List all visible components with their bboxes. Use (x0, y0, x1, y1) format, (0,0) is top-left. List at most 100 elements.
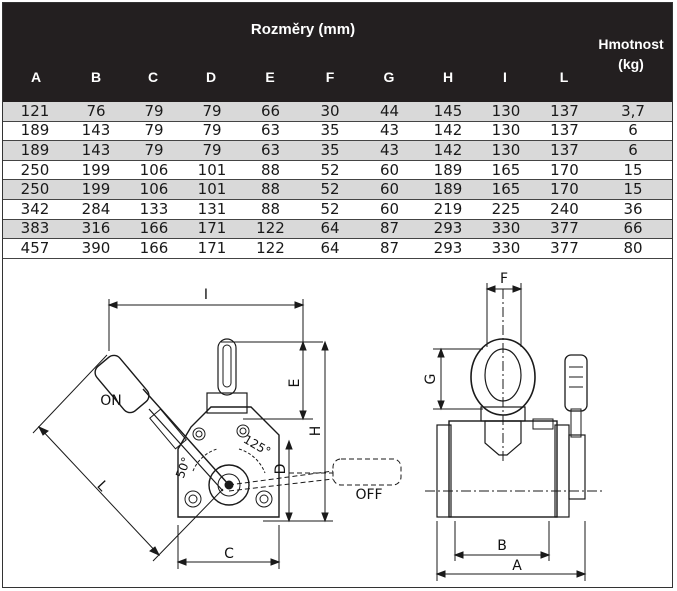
table-cell: 88 (260, 160, 281, 179)
table-cell: 64 (320, 219, 340, 238)
weight-unit: (kg) (618, 56, 644, 72)
angle-50-label: 50° (173, 455, 193, 480)
table-cell: 63 (260, 140, 281, 159)
table-cell: 316 (81, 219, 111, 238)
dim-l-label: L (93, 478, 110, 495)
table-cell: 60 (379, 199, 400, 218)
table-cell: 43 (379, 140, 400, 159)
table-cell: 189 (20, 140, 50, 159)
table-header: Rozměry (mm) Hmotnost (kg) A B C D E F G… (3, 3, 672, 102)
table-cell: 330 (491, 238, 521, 257)
table-cell: 390 (81, 238, 111, 257)
table-cell: 250 (20, 160, 50, 179)
table-cell: 240 (550, 199, 579, 218)
table-cell: 131 (197, 199, 227, 218)
dim-c-label: C (224, 546, 234, 562)
angle-125-label: 125° (241, 432, 273, 459)
table-cell: 250 (20, 180, 50, 199)
table-cell: 171 (197, 219, 227, 238)
table-cell: 76 (86, 101, 106, 120)
col-header-a: A (30, 69, 42, 85)
table-cell: 189 (433, 160, 463, 179)
table-cell: 60 (379, 160, 400, 179)
table-cell: 121 (20, 101, 50, 120)
table-cell: 66 (260, 101, 281, 120)
table-cell: 171 (197, 238, 227, 257)
table-cell: 145 (433, 101, 463, 120)
dim-b-label: B (497, 538, 507, 554)
table-cell: 130 (491, 121, 521, 140)
table-cell: 52 (320, 160, 340, 179)
table-cell: 219 (433, 199, 463, 218)
table-cell: 166 (139, 238, 169, 257)
table-cell: 101 (197, 180, 227, 199)
table-cell: 35 (320, 121, 340, 140)
magnet-technical-drawing: I E H D C L ON OFF 50° 125° F G B A (32, 271, 603, 581)
col-header-d: D (205, 69, 217, 85)
table-cell: 88 (260, 180, 281, 199)
col-header-g: G (383, 69, 395, 85)
table-cell: 79 (202, 140, 222, 159)
table-cell: 293 (433, 219, 463, 238)
table-cell: 30 (320, 101, 340, 120)
table-cell: 35 (320, 140, 340, 159)
weight-label: Hmotnost (598, 36, 664, 52)
dimensions-title: Rozměry (mm) (250, 21, 356, 38)
col-header-h: H (442, 69, 454, 85)
table-cell: 122 (256, 219, 285, 238)
table-cell: 52 (320, 180, 340, 199)
table-cell: 293 (433, 238, 463, 257)
col-header-f: F (325, 69, 335, 85)
table-cell: 137 (550, 101, 579, 120)
table-cell: 15 (623, 180, 643, 199)
table-cell: 106 (139, 160, 169, 179)
table-cell: 377 (550, 219, 579, 238)
table-cell: 6 (628, 140, 638, 159)
table-cell: 66 (623, 219, 643, 238)
table-cell: 36 (623, 199, 643, 218)
table-cell: 79 (202, 101, 222, 120)
table-cell: 137 (550, 121, 579, 140)
table-cell: 64 (320, 238, 340, 257)
weight-header: Hmotnost (kg) (586, 34, 676, 74)
dim-a-label: A (512, 558, 522, 574)
table-cell: 79 (144, 140, 164, 159)
table-cell: 122 (256, 238, 285, 257)
table-cell: 79 (144, 101, 164, 120)
table-cell: 87 (379, 238, 400, 257)
table-cell: 142 (433, 140, 463, 159)
col-header-c: C (147, 69, 159, 85)
col-header-l: L (559, 69, 569, 85)
table-cell: 130 (491, 140, 521, 159)
table-cell: 43 (379, 121, 400, 140)
dim-d-label: D (273, 464, 289, 475)
table-cell: 80 (623, 238, 643, 257)
table-cell: 199 (81, 160, 111, 179)
table-cell: 133 (139, 199, 169, 218)
table-cell: 52 (320, 199, 340, 218)
table-cell: 165 (491, 160, 521, 179)
front-view (32, 299, 402, 569)
table-cell: 6 (628, 121, 638, 140)
table-cell: 170 (550, 180, 579, 199)
table-cell: 88 (260, 199, 281, 218)
table-cell: 143 (81, 140, 111, 159)
dim-g-label: G (423, 374, 439, 385)
table-cell: 142 (433, 121, 463, 140)
table-cell: 143 (81, 121, 111, 140)
table-cell: 284 (81, 199, 111, 218)
table-cell: 130 (491, 101, 521, 120)
dim-e-label: E (287, 379, 303, 388)
table-cell: 342 (20, 199, 50, 218)
col-header-e: E (265, 69, 275, 85)
dim-f-label: F (500, 271, 508, 287)
table-cell: 63 (260, 121, 281, 140)
table-cell: 106 (139, 180, 169, 199)
off-position-label: OFF (355, 487, 382, 503)
